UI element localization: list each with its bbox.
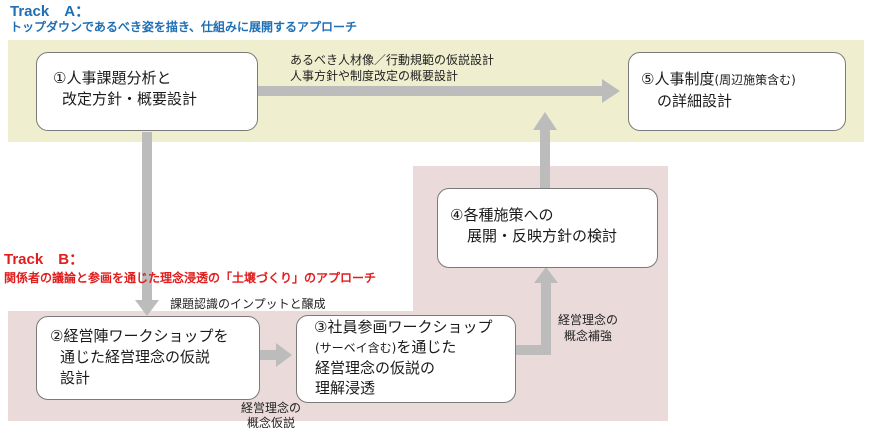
arrow-1-to-2: [135, 132, 159, 316]
box3-line4: 理解浸透: [315, 379, 376, 397]
label-concept-supplement-2: 概念補強: [564, 329, 613, 343]
arrow-1-to-5: [258, 79, 620, 103]
box3-line1: ③社員参画ワークショップ: [314, 318, 493, 336]
track-b-subtitle: 関係者の議論と参画を通じた理念浸透の「土壌づくり」のアプローチ: [4, 271, 377, 285]
arrow-2-to-3: [260, 343, 292, 367]
box3-line2-small: (サーベイ含む): [315, 341, 397, 355]
arrow-3-to-4: [516, 267, 558, 355]
box-executive-workshop: ②経営陣ワークショップを 通じた経営理念の仮説 設計: [36, 316, 260, 400]
box2-line3: 設計: [60, 369, 91, 387]
box1-line1: ①人事課題分析と: [53, 69, 172, 87]
track-a-title: Track A：: [10, 3, 91, 20]
box5-line2: の詳細設計: [657, 92, 733, 110]
box2-line1: ②経営陣ワークショップを: [50, 327, 229, 345]
label-input: 課題認識のインプットと醸成: [170, 297, 326, 311]
box-employee-workshop: ③社員参画ワークショップ (サーベイ含む)を通じた 経営理念の仮説の 理解浸透: [296, 315, 516, 403]
label-concept-hypothesis-2: 概念仮説: [247, 416, 296, 430]
box-policy-deployment: ④各種施策への 展開・反映方針の検討: [437, 188, 658, 268]
box-hr-system-detailed-design: ⑤人事制度(周辺施策含む) の詳細設計: [628, 52, 846, 131]
label-concept-hypothesis-1: 経営理念の: [241, 401, 302, 415]
arrow-4-to-5: [533, 112, 557, 188]
box5-line1-small: (周辺施策含む): [714, 73, 796, 87]
track-a-subtitle: トップダウンであるべき姿を描き、仕組みに展開するアプローチ: [10, 20, 358, 34]
label-top-line1: あるべき人材像／行動規範の仮説設計: [290, 53, 495, 67]
box3-line3: 経営理念の仮説の: [315, 359, 436, 377]
label-top-line2: 人事方針や制度改定の概要設計: [290, 69, 459, 83]
box4-line2: 展開・反映方針の検討: [467, 227, 618, 245]
label-concept-supplement-1: 経営理念の: [558, 313, 619, 327]
box1-line2: 改定方針・概要設計: [62, 90, 198, 108]
track-b-title: Track B：: [4, 251, 85, 268]
box3-line2: を通じた: [396, 338, 457, 356]
box2-line2: 通じた経営理念の仮説: [60, 348, 211, 366]
box4-line1: ④各種施策への: [450, 206, 554, 224]
box-hr-issue-analysis: ①人事課題分析と 改定方針・概要設計: [36, 52, 258, 131]
box5-line1: ⑤人事制度: [641, 70, 715, 88]
